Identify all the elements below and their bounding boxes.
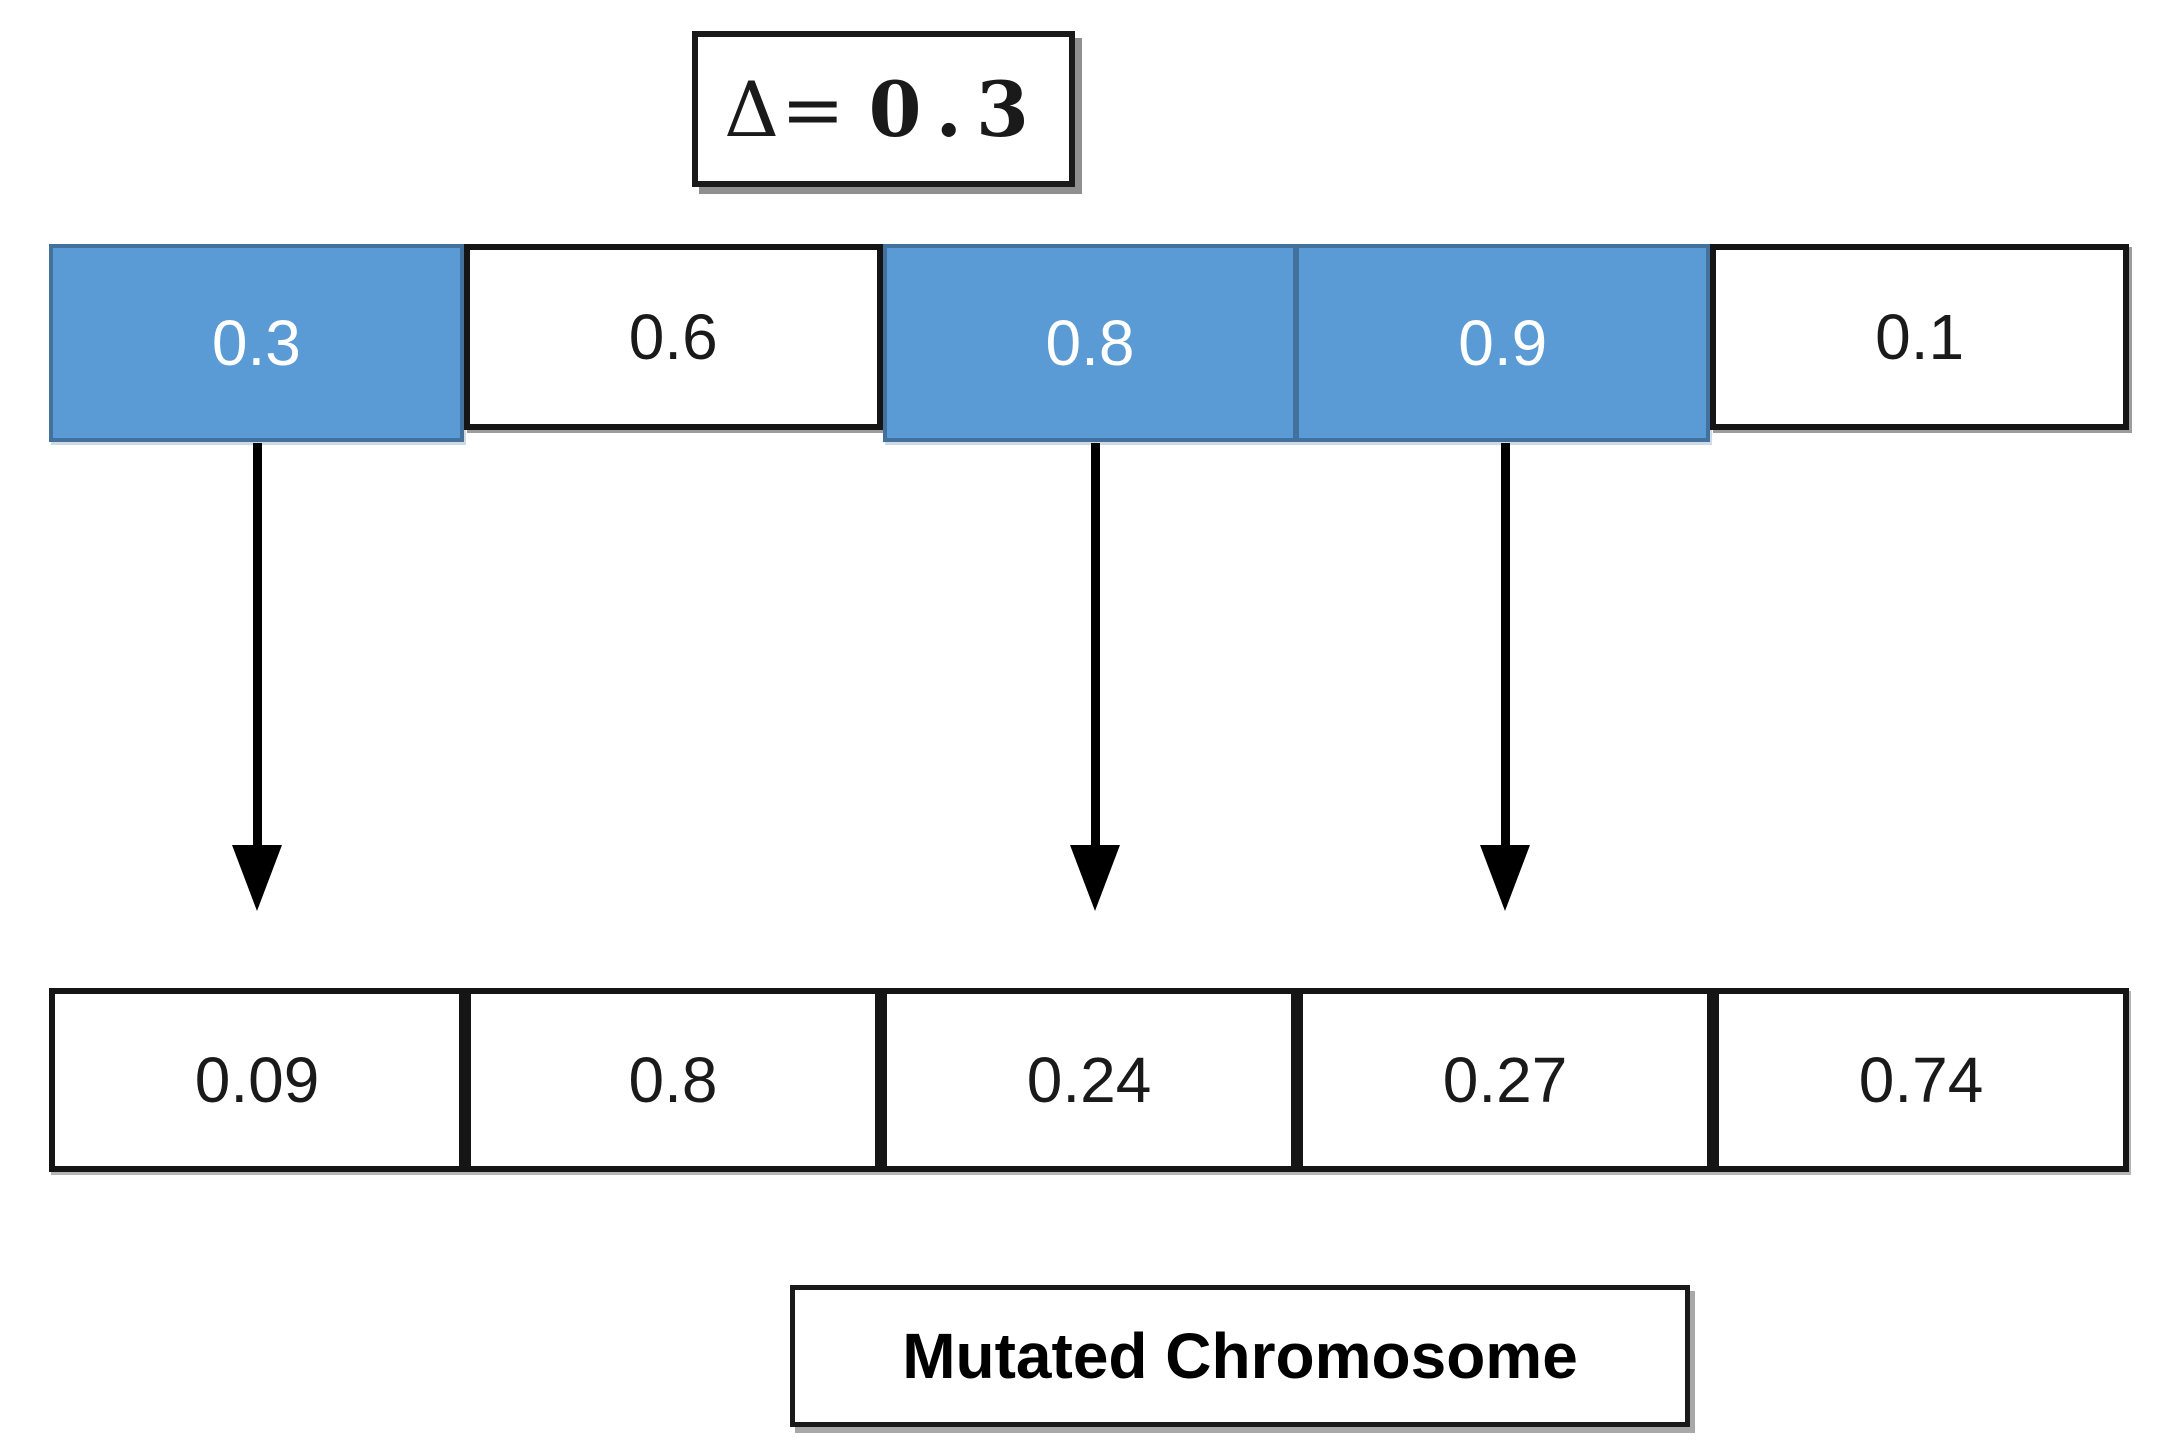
arrow-shaft [1090,443,1100,845]
arrow-down-icon [232,845,282,911]
mutation-arrow-2 [1065,443,1125,911]
mutation-arrow-3 [1475,443,1535,911]
delta-symbol: Δ= [724,64,847,154]
gene-cell-original-2: 0.6 [463,244,883,430]
gene-cell-mutated-4: 0.27 [1297,988,1713,1172]
gene-cell-original-5: 0.1 [1710,244,2129,430]
delta-value-box: Δ= 0.3 [692,31,1075,187]
original-chromosome-row: 0.3 0.6 0.8 0.9 0.1 [49,244,2129,443]
gene-cell-mutated-5: 0.74 [1713,988,2129,1172]
gene-cell-mutated-3: 0.24 [881,988,1297,1172]
gene-cell-original-1-highlighted: 0.3 [49,244,464,442]
arrow-shaft [1500,443,1510,845]
arrow-down-icon [1480,845,1530,911]
mutation-arrow-1 [227,443,287,911]
arrow-shaft [252,443,262,845]
arrow-down-icon [1070,845,1120,911]
mutated-chromosome-label-box: Mutated Chromosome [790,1285,1690,1427]
gene-cell-mutated-2: 0.8 [465,988,881,1172]
mutated-chromosome-row: 0.09 0.8 0.24 0.27 0.74 [49,988,2129,1172]
gene-cell-original-3-highlighted: 0.8 [882,244,1298,442]
gene-cell-mutated-1: 0.09 [49,988,465,1172]
mutated-chromosome-label: Mutated Chromosome [902,1320,1578,1392]
gene-cell-original-4-highlighted: 0.9 [1297,244,1711,442]
delta-value: 0.3 [868,64,1043,154]
